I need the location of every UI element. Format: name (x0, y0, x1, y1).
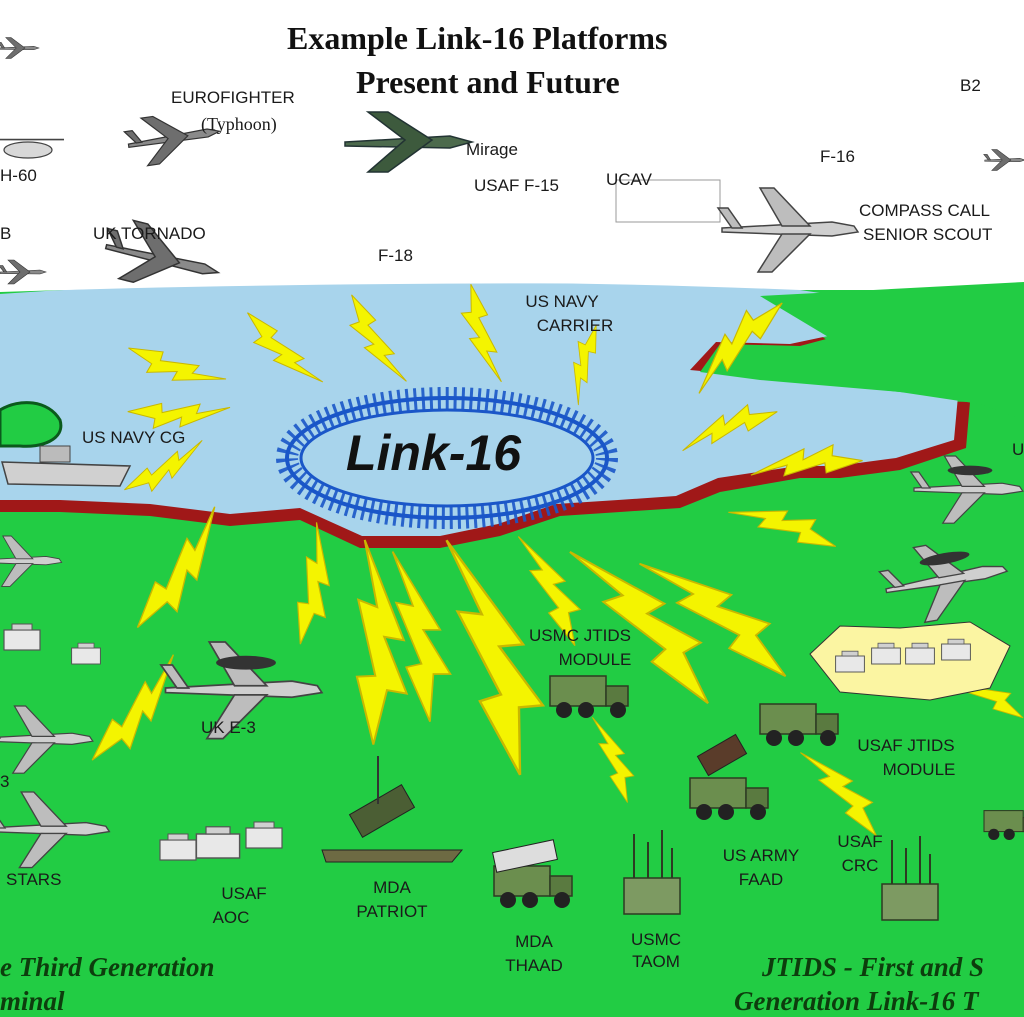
label-f18: F-18 (378, 246, 413, 265)
label-mirage: Mirage (466, 140, 518, 159)
aircraft-icon (875, 531, 1015, 630)
label-usmc-jtids-1: USMC JTIDS (529, 626, 631, 645)
label-stars: STARS (6, 870, 62, 889)
label-mda-thaad-2: THAAD (505, 956, 563, 975)
label-f16: F-16 (820, 147, 855, 166)
aircraft-icon (160, 641, 323, 740)
diagram-title-line1: Example Link-16 Platforms (287, 20, 668, 56)
label-h60: H-60 (0, 166, 37, 185)
diagram-title-line2: Present and Future (356, 64, 620, 100)
label-edge-b: B (0, 224, 12, 243)
label-mda-thaad-1: MDA (515, 932, 553, 951)
footer-left-line1: e Third Generation (0, 952, 215, 982)
label-usaf-f15: USAF F-15 (474, 176, 560, 195)
label-usmc-jtids-2: MODULE (558, 650, 632, 669)
label-us-army-faad-2: FAAD (738, 870, 784, 889)
label-edge-3: 3 (0, 772, 10, 791)
land-peninsula (700, 282, 1024, 420)
label-mda-patriot-1: MDA (373, 878, 411, 897)
label-uk-e3: UK E-3 (201, 718, 256, 737)
missile-launcher-icon (321, 756, 464, 863)
hub-label: Link-16 (346, 425, 522, 481)
label-usmc-taom-2: TAOM (632, 952, 680, 971)
missile-launcher-icon (689, 733, 769, 821)
label-uk-tornado: UK TORNADO (93, 224, 206, 243)
label-usaf-jtids-1: USAF JTIDS (857, 736, 955, 755)
ship-icon (1, 445, 132, 487)
helicopter-icon (0, 138, 65, 159)
label-usmc-taom-1: USMC (630, 930, 682, 949)
footer-right-line1: JTIDS - First and S (762, 952, 985, 982)
label-usaf-aoc-1: USAF (221, 884, 267, 903)
label-b2: B2 (960, 76, 981, 95)
label-us-navy-cg: US NAVY CG (82, 428, 186, 447)
label-usaf-aoc-2: AOC (212, 908, 250, 927)
link16-ring (276, 387, 618, 529)
footer-right-line2: Generation Link-16 T (734, 986, 979, 1016)
aircraft-icon (344, 111, 475, 173)
label-mda-patriot-2: PATRIOT (356, 902, 428, 921)
ucav-placeholder (615, 179, 721, 223)
sky-area (0, 0, 1024, 292)
label-usaf-crc-1: USAF (837, 832, 883, 851)
label-usaf-crc-2: CRC (841, 856, 879, 875)
label-us-navy-carrier-1: US NAVY (525, 292, 599, 311)
label-senior-scout: SENIOR SCOUT (863, 225, 993, 244)
label-typhoon: (Typhoon) (201, 114, 277, 134)
label-us-army-faad-1: US ARMY (722, 846, 800, 865)
usaf-jtids-pad (809, 621, 1011, 701)
label-compass-call: COMPASS CALL (859, 201, 991, 220)
footer-left-line2: minal (0, 986, 65, 1016)
label-ucav: UCAV (606, 170, 652, 189)
label-edge-u: U (1012, 440, 1024, 459)
label-usaf-jtids-2: MODULE (882, 760, 956, 779)
label-us-navy-carrier-2: CARRIER (536, 316, 614, 335)
label-eurofighter: EUROFIGHTER (171, 88, 295, 107)
missile-launcher-icon (492, 839, 573, 909)
tree-icon (0, 401, 63, 448)
aircraft-icon (910, 455, 1024, 524)
